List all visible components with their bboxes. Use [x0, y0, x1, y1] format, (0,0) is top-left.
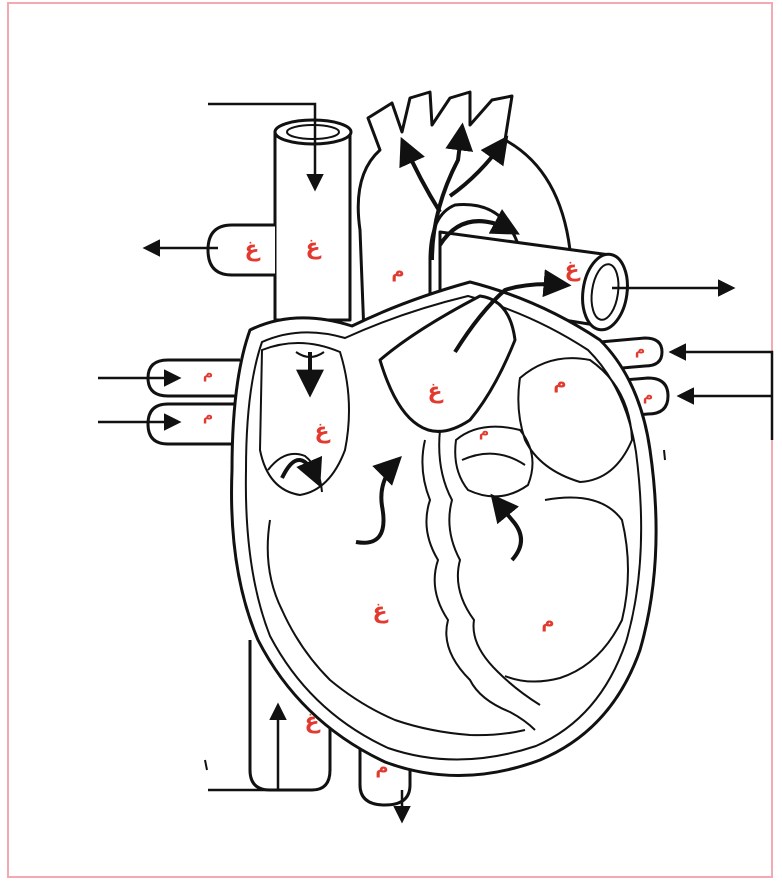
label-pulmonary-artery: غ — [564, 257, 580, 282]
label-ivc: غ — [304, 709, 320, 734]
label-svc: غ — [305, 235, 321, 260]
label-svc-branch: غ — [244, 237, 260, 262]
label-valve-region: م — [479, 424, 489, 440]
label-pulm-vein-upper-right: م — [635, 342, 645, 358]
pulmonary-vein-lower-left-vessel — [148, 404, 240, 444]
label-left-atrium: م — [553, 372, 566, 393]
label-pulm-vein-upper-left: م — [203, 366, 213, 382]
superior-vena-cava — [275, 132, 350, 320]
label-pulm-vein-lower-left: م — [203, 408, 213, 424]
label-descending-aorta: م — [375, 757, 388, 778]
label-aorta: م — [391, 261, 404, 282]
label-left-ventricle: م — [541, 611, 554, 632]
label-right-atrium: غ — [314, 419, 330, 444]
label-pulm-vein-lower-right: م — [643, 388, 653, 404]
label-pulmonary-trunk: غ — [427, 379, 443, 404]
label-right-ventricle: غ — [372, 599, 388, 624]
svc-branch-vessel — [208, 225, 275, 275]
